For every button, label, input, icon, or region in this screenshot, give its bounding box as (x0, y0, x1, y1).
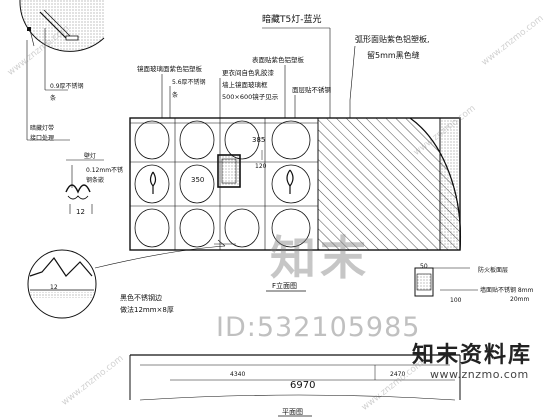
elevation-frame (129, 117, 461, 251)
dim-50: 50 (420, 263, 428, 270)
dim-12b: 12 (50, 284, 58, 291)
arc-panel-label-1: 弧形面贴紫色铝塑板, (355, 34, 430, 44)
dim-385: 385 (252, 136, 265, 144)
watermark-id: ID:532105985 (216, 312, 421, 343)
note-bottom-right-3: 20mm (510, 296, 529, 303)
mirror (217, 154, 241, 188)
note-bottom-left-1: 黑色不锈钢边 (120, 293, 162, 302)
note-mid-2: 墙上镜面玻璃框 (222, 80, 268, 89)
wall-lamp-detail: 壁灯 0.12mm不锈 钢条嵌 12 (65, 152, 123, 216)
dim-100: 100 (450, 297, 462, 304)
plan-title: 平面图 (282, 408, 303, 416)
elevation-dims: 385 350 120 (191, 136, 267, 245)
note-right-mid: 面层贴不锈钢 (292, 85, 332, 94)
dim-120: 120 (255, 163, 267, 170)
section-detail-bottom: 12 黑色不锈钢边 做法12mm×8厚 (27, 245, 226, 319)
section-detail-top (19, 0, 105, 52)
note-top-mid: 表面贴紫色铝塑板 (252, 55, 305, 64)
note-bottom-right-2: 墙面贴不锈钢 8mm (480, 286, 534, 294)
note-far-left-2: 条 (50, 94, 56, 102)
elev-title: F立面图 (272, 281, 297, 290)
note-left-3: 条 (172, 91, 178, 99)
note-mid-1: 更衣间自色乳胶漆 (222, 68, 275, 77)
brand-name: 知末资料库 (412, 343, 533, 368)
elevation-lamps (149, 169, 294, 194)
dim-b: 2470 (390, 371, 405, 378)
t5-light-label: 暗藏T5灯-蓝光 (262, 13, 321, 25)
note-light: 壁灯 (84, 152, 96, 160)
note-bottom-left-2: 做法12mm×8厚 (120, 305, 174, 314)
note-light-3: 钢条嵌 (86, 176, 104, 184)
dim-350: 350 (191, 176, 204, 184)
note-left-1: 镜面玻璃面紫色铝塑板 (137, 64, 203, 73)
left-notes: 0.9厚不锈钢 条 暗藏灯带 接口处理 (26, 28, 84, 142)
dim-12: 12 (76, 208, 85, 216)
note-light-2: 0.12mm不锈 (86, 166, 123, 174)
note-mid-3: 500×600镜子见示 (222, 92, 279, 101)
brand-url: www.znzmo.com (430, 368, 529, 381)
top-notes: 暗藏T5灯-蓝光 弧形面贴紫色铝塑板, 留5mm黑色缝 镜面玻璃面紫色铝塑板 5… (137, 13, 430, 118)
dim-total: 6970 (290, 380, 315, 391)
arc-panel-label-2: 留5mm黑色缝 (367, 50, 420, 60)
dim-a: 4340 (230, 371, 245, 378)
elevation-caption: F立面图 (266, 281, 306, 292)
note-left-2: 5.6厚不锈钢 (172, 78, 206, 86)
watermark-logo: 知末 (270, 231, 370, 285)
note-far-left-1: 0.9厚不锈钢 (50, 82, 84, 90)
note-far-left-3: 暗藏灯带 (30, 124, 54, 132)
oval-panels (134, 120, 311, 248)
note-far-left-4: 接口处理 (30, 134, 54, 142)
bottom-right-detail: 50 防火板面层 墙面贴不锈钢 8mm 20mm 100 (414, 263, 534, 304)
note-bottom-right-1: 防火板面层 (478, 266, 508, 274)
plan-view: 4340 2470 6970 平面图 (129, 354, 461, 417)
